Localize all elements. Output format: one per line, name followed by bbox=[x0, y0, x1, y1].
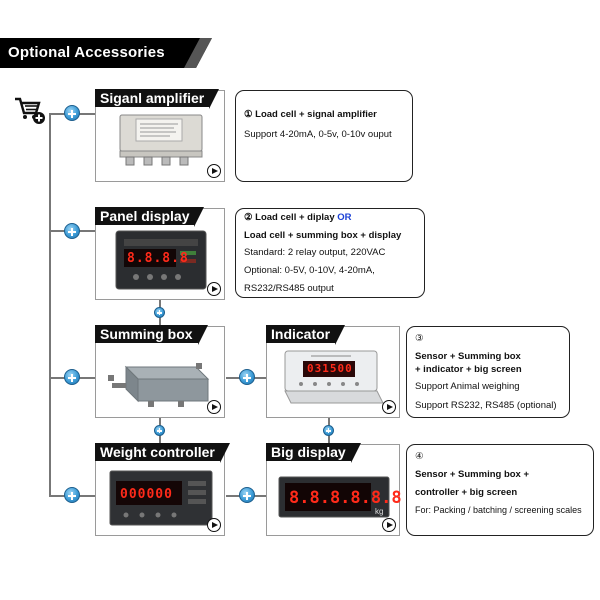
desc2-or: OR bbox=[337, 212, 352, 223]
panel-display-title: Panel display bbox=[95, 207, 206, 227]
desc3-line2: + indicator + big screen bbox=[415, 364, 522, 375]
desc2-line4: Optional: 0-5V, 0-10V, 4-20mA, bbox=[244, 265, 375, 276]
header-title: Optional Accessories bbox=[8, 44, 165, 61]
desc2-line5: RS232/RS485 output bbox=[244, 283, 334, 294]
amplifier-title: Siganl amplifier bbox=[95, 89, 220, 109]
play-icon[interactable] bbox=[382, 400, 396, 414]
panel-display-reading: 8.8.8.8 bbox=[127, 251, 189, 266]
description-panel-display: ② Load cell + diplay OR Load cell + summ… bbox=[235, 208, 425, 298]
plus-circle-icon bbox=[323, 425, 334, 436]
desc2-line1a: ② Load cell + diplay bbox=[244, 212, 335, 223]
plus-circle-icon bbox=[64, 105, 80, 121]
desc3-line3: Support Animal weighing bbox=[415, 381, 520, 392]
weight-controller-image bbox=[109, 470, 213, 526]
plus-circle-icon bbox=[64, 369, 80, 385]
desc1-line1: ① Load cell + signal amplifier bbox=[244, 109, 377, 120]
trunk-line bbox=[49, 125, 51, 496]
description-amplifier: ① Load cell + signal amplifier Support 4… bbox=[235, 90, 413, 182]
weight-controller-reading: 000000 bbox=[120, 487, 173, 502]
indicator-title: Indicator bbox=[266, 325, 346, 345]
branch-line bbox=[49, 113, 51, 127]
desc3-line4: Support RS232, RS485 (optional) bbox=[415, 400, 557, 411]
play-icon[interactable] bbox=[207, 282, 221, 296]
desc2-line3: Standard: 2 relay output, 220VAC bbox=[244, 247, 386, 258]
plus-circle-icon bbox=[154, 425, 165, 436]
cart-plus-icon bbox=[15, 97, 45, 124]
desc4-line2: controller + big screen bbox=[415, 487, 518, 498]
plus-circle-icon bbox=[64, 487, 80, 503]
big-display-title: Big display bbox=[266, 443, 361, 463]
plus-circle-icon bbox=[239, 487, 255, 503]
play-icon[interactable] bbox=[207, 400, 221, 414]
amplifier-image bbox=[119, 114, 203, 166]
desc2-line1: ② Load cell + diplay OR bbox=[244, 212, 352, 223]
header-banner bbox=[0, 38, 212, 68]
plus-circle-icon bbox=[239, 369, 255, 385]
desc4-line3: For: Packing / batching / screening scal… bbox=[415, 505, 582, 515]
description-indicator: ③ Sensor + Summing box + indicator + big… bbox=[406, 326, 570, 418]
big-display-reading: 8.8.8.8.8.8 bbox=[289, 488, 402, 508]
weight-controller-title: Weight controller bbox=[95, 443, 230, 463]
summing-box-title: Summing box bbox=[95, 325, 208, 345]
desc2-line2: Load cell + summing box + display bbox=[244, 230, 402, 241]
plus-circle-icon bbox=[64, 223, 80, 239]
description-big-display: ④ Sensor + Summing box + controller + bi… bbox=[406, 444, 594, 536]
desc4-line1: Sensor + Summing box + bbox=[415, 469, 530, 480]
desc4-num: ④ bbox=[415, 451, 424, 462]
desc1-line2: Support 4-20mA, 0-5v, 0-10v ouput bbox=[244, 129, 392, 140]
panel-display-image bbox=[115, 230, 207, 290]
desc3-line1: Sensor + Summing box bbox=[415, 351, 521, 362]
play-icon[interactable] bbox=[382, 518, 396, 532]
indicator-reading: 031500 bbox=[307, 362, 353, 375]
big-display-image bbox=[278, 476, 390, 518]
desc3-num: ③ bbox=[415, 333, 424, 344]
indicator-image bbox=[284, 350, 384, 404]
summing-box-image bbox=[108, 363, 210, 407]
big-display-unit: kg bbox=[375, 507, 384, 516]
play-icon[interactable] bbox=[207, 518, 221, 532]
play-icon[interactable] bbox=[207, 164, 221, 178]
plus-circle-icon bbox=[154, 307, 165, 318]
